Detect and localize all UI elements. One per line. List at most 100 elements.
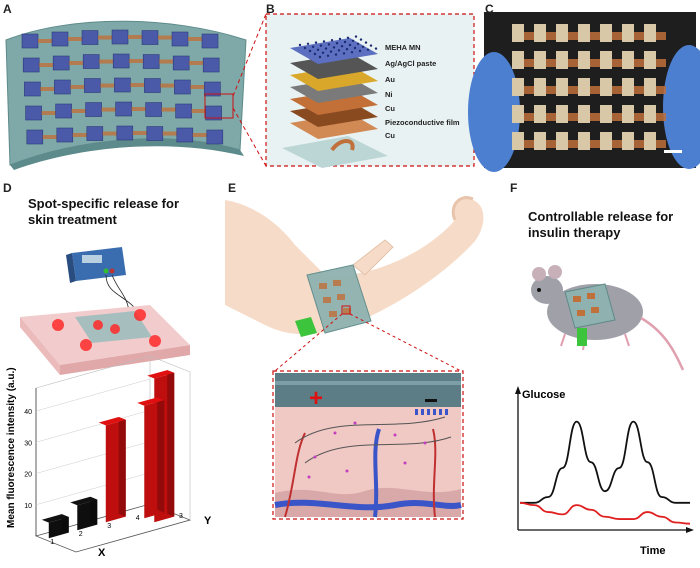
- microneedle: [318, 55, 322, 59]
- microneedle: [303, 46, 307, 50]
- grid-line: [35, 472, 151, 505]
- photo-pad: [622, 105, 634, 123]
- copper-trace: [42, 135, 57, 139]
- mouse-illustration: [531, 265, 685, 371]
- photo-pad: [556, 132, 568, 150]
- microneedle: [319, 44, 323, 47]
- microneedle: [366, 48, 370, 51]
- layer-label-4: Cu: [385, 104, 395, 113]
- photo-pad: [556, 105, 568, 123]
- mouse-patch: [564, 283, 616, 329]
- photo-pad: [534, 105, 546, 123]
- microneedle: [351, 39, 355, 42]
- microneedle: [358, 49, 362, 53]
- panel-f-title-line2: insulin therapy: [528, 225, 621, 240]
- microneedle: [348, 43, 352, 47]
- copper-trace: [159, 59, 174, 64]
- microneedle: [350, 51, 354, 54]
- microneedle: [322, 40, 326, 43]
- electrode-pad: [204, 81, 221, 97]
- copper-trace: [131, 107, 146, 111]
- photo-pad: [622, 132, 634, 150]
- layer-stack: [282, 35, 388, 168]
- glucose-xlabel: Time: [640, 545, 665, 557]
- layer-label-3: Ni: [385, 90, 393, 99]
- y-tick-label: 30: [24, 440, 32, 447]
- panel-e-arm-illustration: [225, 196, 484, 520]
- copper-trace: [40, 87, 55, 91]
- copper-trace: [102, 131, 117, 136]
- panel-a-letter: A: [3, 2, 12, 16]
- photo-pad: [534, 78, 546, 96]
- microneedle: [338, 37, 342, 41]
- scale-bar: [664, 150, 682, 153]
- photo-pad: [534, 132, 546, 150]
- layer-label-2: Au: [385, 75, 395, 84]
- layer-label-1: Ag/AgCl paste: [385, 59, 437, 68]
- photo-pad: [600, 105, 612, 123]
- grid-line: [35, 378, 151, 412]
- copper-trace: [160, 83, 175, 88]
- glucose-ylabel: Glucose: [522, 389, 565, 401]
- electrode-pad: [206, 129, 224, 145]
- y-depth-tick-label: 3: [179, 513, 183, 520]
- microneedle: [356, 42, 360, 45]
- layer-meha-mn: [290, 38, 378, 64]
- copper-trace: [98, 35, 112, 40]
- photo-pad: [512, 24, 524, 42]
- glucose-series-line: [520, 420, 690, 504]
- photo-pad: [556, 51, 568, 69]
- microneedle: [364, 41, 368, 44]
- photo-pad: [644, 24, 656, 42]
- x-tick-label: 4: [136, 515, 140, 522]
- photo-pad: [600, 78, 612, 96]
- microneedle: [306, 42, 310, 45]
- photo-pad: [622, 51, 634, 69]
- copper-trace: [41, 111, 56, 115]
- copper-trace: [71, 109, 86, 113]
- panel-c-photo: [468, 12, 700, 172]
- bar-3d: [70, 496, 98, 531]
- microneedle: [354, 35, 358, 38]
- chart3d-ylabel: Mean fluorescence intensity (a.u.): [6, 367, 17, 528]
- copper-trace: [38, 39, 52, 43]
- copper-trace: [158, 35, 172, 40]
- arm-green-tab: [295, 317, 317, 337]
- microneedle: [337, 49, 341, 52]
- skin-cross-section: +: [274, 373, 462, 518]
- microneedle: [321, 51, 325, 54]
- electrode-pad: [205, 105, 222, 121]
- panel-a-patch-illustration: [5, 20, 247, 170]
- photo-pad: [578, 51, 590, 69]
- microneedle: [311, 45, 315, 48]
- photo-pad: [578, 78, 590, 96]
- photo-pad: [578, 105, 590, 123]
- microneedle: [327, 43, 331, 46]
- scale-bar-e: [425, 399, 437, 402]
- microneedle: [314, 41, 318, 44]
- microneedle: [332, 46, 336, 49]
- photo-pad: [644, 78, 656, 96]
- panel-f-title: Controllable release for insulin therapy: [528, 209, 673, 241]
- copper-trace: [101, 107, 116, 112]
- photo-pad: [534, 51, 546, 69]
- panel-b-letter: B: [266, 2, 275, 16]
- bar-3d: [137, 397, 165, 519]
- microneedle: [330, 39, 334, 42]
- microneedle: [345, 48, 349, 51]
- microneedle: [308, 49, 312, 53]
- copper-trace: [129, 59, 144, 63]
- copper-trace: [68, 37, 82, 41]
- x-tick-label: 3: [107, 523, 111, 530]
- glucose-series-line: [519, 501, 691, 525]
- copper-trace: [189, 61, 204, 65]
- microneedle: [342, 52, 346, 55]
- microneedle: [353, 46, 357, 50]
- plus-sign: +: [309, 385, 323, 412]
- panel-f-title-line1: Controllable release for: [528, 209, 674, 224]
- photo-pad: [512, 78, 524, 96]
- layer-label-0: MEHA MN: [385, 43, 421, 52]
- photo-pad: [512, 51, 524, 69]
- grid-line: [35, 410, 151, 443]
